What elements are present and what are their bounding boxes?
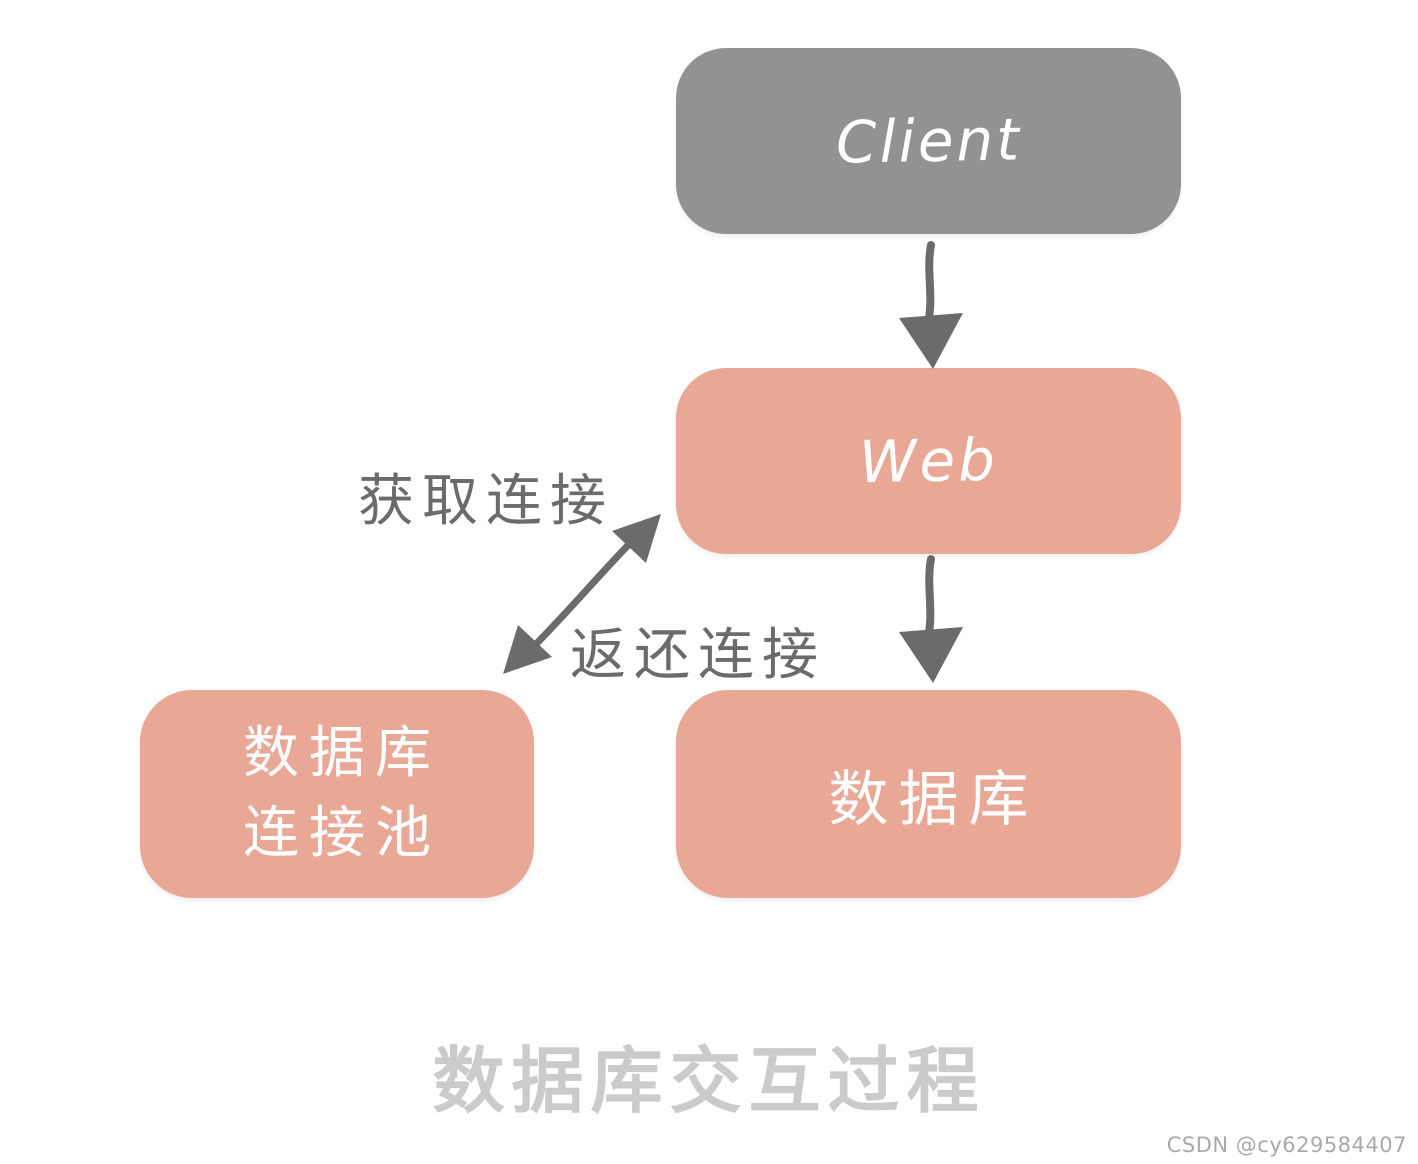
node-database: 数据库 <box>676 690 1181 898</box>
diagram-caption: 数据库交互过程 <box>432 1039 986 1123</box>
node-connection-pool: 数据库 连接池 <box>140 690 534 898</box>
csdn-watermark: CSDN @cy629584407 <box>1166 1133 1407 1157</box>
edge-label-acquire-connection: 获取连接 <box>358 469 614 534</box>
node-web: Web <box>676 368 1181 554</box>
node-client-label: Client <box>834 105 1023 177</box>
edge-label-release-connection: 返还连接 <box>570 623 826 688</box>
node-connection-pool-label-line2: 连接池 <box>243 801 441 866</box>
web-to-database-arrow <box>899 555 963 683</box>
node-connection-pool-label-line1: 数据库 <box>243 721 441 786</box>
node-client: Client <box>676 48 1181 234</box>
node-database-label: 数据库 <box>828 764 1039 835</box>
node-web-label: Web <box>858 425 999 497</box>
client-to-web-arrow <box>899 241 963 369</box>
